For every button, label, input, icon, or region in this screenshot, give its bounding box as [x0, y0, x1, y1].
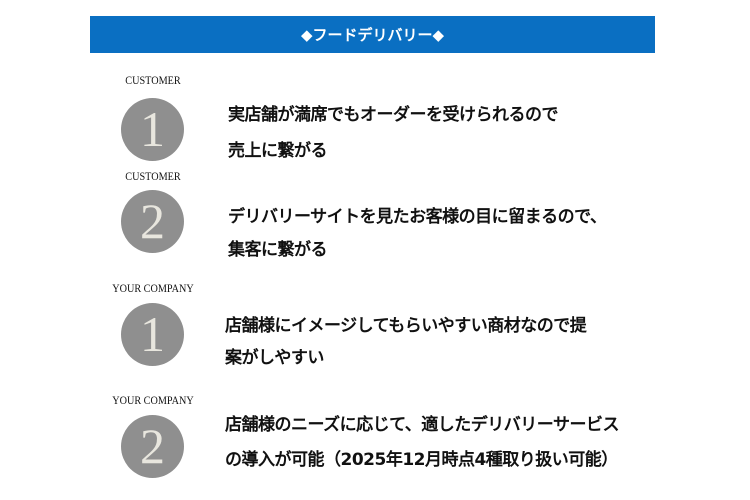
- benefit-label: CUSTOMER: [125, 73, 181, 87]
- benefit-text: 店舗様にイメージしてもらいやすい商材なので提: [225, 316, 587, 336]
- benefit-label: YOUR COMPANY: [112, 281, 194, 295]
- benefit-text: 実店舗が満席でもオーダーを受けられるので: [228, 105, 559, 125]
- number-badge: 1: [121, 98, 184, 161]
- benefit-text: の導入が可能（2025年12月時点4種取り扱い可能）: [225, 450, 618, 470]
- benefit-text: 案がしやすい: [225, 348, 324, 368]
- benefit-label: YOUR COMPANY: [112, 393, 194, 407]
- benefit-text: デリバリーサイトを見たお客様の目に留まるので、: [228, 207, 607, 227]
- benefit-label: CUSTOMER: [125, 169, 181, 183]
- benefit-text: 集客に繋がる: [228, 240, 328, 260]
- section-banner: ◆フードデリバリー◆: [90, 16, 655, 53]
- benefit-text: 店舗様のニーズに応じて、適したデリバリーサービス: [225, 415, 619, 435]
- number-badge: 1: [121, 303, 184, 366]
- number-badge: 2: [121, 190, 184, 253]
- number-badge: 2: [121, 415, 184, 478]
- benefit-text: 売上に繋がる: [228, 141, 328, 161]
